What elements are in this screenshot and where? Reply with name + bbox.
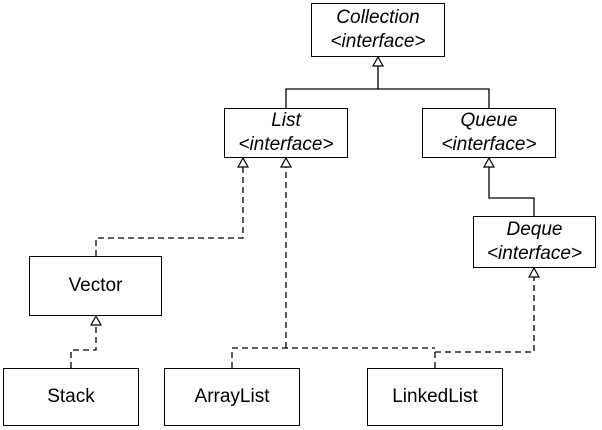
extends-line-queue-collection [378,88,490,108]
implements-line-linkedlist-deque [435,276,535,353]
queue-stereotype: <interface> [441,134,537,155]
linkedlist-class-box: LinkedList [367,368,503,426]
deque-interface-box: Deque <interface> [473,216,596,268]
collection-name: Collection [336,7,420,28]
stack-class-box: Stack [3,368,139,426]
linkedlist-name: LinkedList [392,386,478,407]
collection-interface-box: Collection <interface> [311,3,445,57]
arrowhead-collection [371,55,385,67]
list-stereotype: <interface> [238,134,334,155]
deque-name: Deque [506,219,563,240]
arrowhead-queue [482,156,496,168]
list-interface-box: List <interface> [224,108,348,158]
arraylist-class-box: ArrayList [164,368,300,426]
deque-stereotype: <interface> [486,243,583,264]
queue-name: Queue [460,110,518,131]
implements-line-vector-list [95,166,244,256]
list-name: List [271,110,301,131]
vector-name: Vector [68,275,123,296]
extends-line-deque-queue [488,165,535,216]
implements-line-stack-vector [70,323,97,368]
stack-name: Stack [47,386,95,407]
implements-line-arraylist-list [231,347,435,368]
extends-line-list-collection [285,64,379,108]
arrowhead-deque [527,266,541,278]
arrowhead-list-right [279,156,293,168]
arraylist-name: ArrayList [194,386,270,407]
arrowhead-list-left [236,156,250,168]
collection-stereotype: <interface> [330,31,426,52]
arrowhead-vector [89,314,103,326]
queue-interface-box: Queue <interface> [422,108,556,158]
vector-class-box: Vector [29,256,162,316]
